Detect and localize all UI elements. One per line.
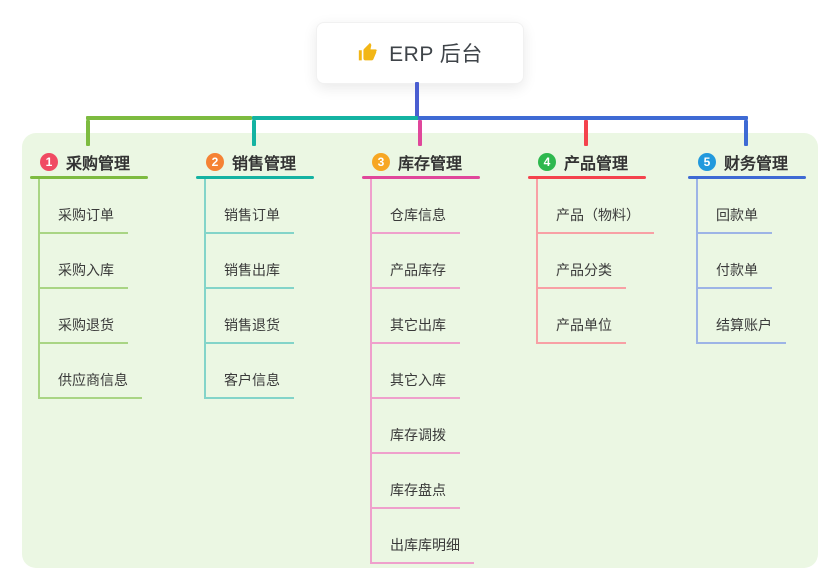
child-node-label: 产品单位 xyxy=(538,316,626,344)
branch-label: 采购管理 xyxy=(66,156,131,173)
branch-number-badge: 4 xyxy=(538,153,556,171)
child-node[interactable]: 库存调拨 xyxy=(372,399,474,454)
child-node-label: 采购退货 xyxy=(40,316,128,344)
child-node-label: 产品分类 xyxy=(538,261,626,289)
child-node[interactable]: 供应商信息 xyxy=(40,344,142,399)
child-node[interactable]: 出库库明细 xyxy=(372,509,474,564)
child-node-label: 库存盘点 xyxy=(372,481,460,509)
child-node[interactable]: 产品库存 xyxy=(372,234,474,289)
branch-children: 销售订单销售出库销售退货客户信息 xyxy=(204,179,294,399)
child-node[interactable]: 采购退货 xyxy=(40,289,142,344)
bus-segment-sales xyxy=(252,116,418,120)
child-node[interactable]: 仓库信息 xyxy=(372,179,474,234)
child-node-label: 结算账户 xyxy=(698,316,786,344)
thumbs-up-icon xyxy=(357,42,379,64)
branch-underline xyxy=(30,176,148,179)
child-node-label: 供应商信息 xyxy=(40,371,142,399)
branch-children: 回款单付款单结算账户 xyxy=(696,179,786,344)
child-node[interactable]: 其它出库 xyxy=(372,289,474,344)
branch-number-badge: 1 xyxy=(40,153,58,171)
branch-node[interactable]: 4 产品管理 xyxy=(538,150,628,174)
branch-node[interactable]: 2 销售管理 xyxy=(206,150,296,174)
child-node-label: 付款单 xyxy=(698,261,772,289)
child-node[interactable]: 销售退货 xyxy=(206,289,294,344)
branch-underline xyxy=(688,176,806,179)
branch-number-badge: 5 xyxy=(698,153,716,171)
branch-label: 销售管理 xyxy=(232,156,297,173)
child-node[interactable]: 产品单位 xyxy=(538,289,654,344)
child-node-label: 采购订单 xyxy=(40,206,128,234)
bus-segment-finance xyxy=(418,116,748,120)
branch-drop-line xyxy=(584,120,588,146)
branch-label: 财务管理 xyxy=(724,156,789,173)
branch-drop-line xyxy=(744,120,748,146)
branch-underline xyxy=(196,176,314,179)
mindmap-panel xyxy=(22,133,818,568)
branch-number-badge: 2 xyxy=(206,153,224,171)
child-node[interactable]: 采购入库 xyxy=(40,234,142,289)
child-node[interactable]: 库存盘点 xyxy=(372,454,474,509)
child-node[interactable]: 产品（物料） xyxy=(538,179,654,234)
child-node-label: 产品库存 xyxy=(372,261,460,289)
child-node[interactable]: 采购订单 xyxy=(40,179,142,234)
child-node-label: 其它入库 xyxy=(372,371,460,399)
branch-drop-line xyxy=(418,120,422,146)
child-node[interactable]: 回款单 xyxy=(698,179,786,234)
child-node[interactable]: 结算账户 xyxy=(698,289,786,344)
branch-node[interactable]: 1 采购管理 xyxy=(40,150,130,174)
child-node[interactable]: 产品分类 xyxy=(538,234,654,289)
branch-drop-line xyxy=(86,120,90,146)
branch-children: 采购订单采购入库采购退货供应商信息 xyxy=(38,179,142,399)
child-node[interactable]: 其它入库 xyxy=(372,344,474,399)
child-node[interactable]: 销售订单 xyxy=(206,179,294,234)
branch-label: 库存管理 xyxy=(398,156,463,173)
branch-label: 产品管理 xyxy=(564,156,629,173)
branch-underline xyxy=(528,176,646,179)
branch-drop-line xyxy=(252,120,256,146)
branch-children: 仓库信息产品库存其它出库其它入库库存调拨库存盘点出库库明细 xyxy=(370,179,474,564)
child-node-label: 客户信息 xyxy=(206,371,294,399)
child-node-label: 其它出库 xyxy=(372,316,460,344)
bus-segment-purchase xyxy=(86,116,252,120)
root-node-label: ERP 后台 xyxy=(389,43,483,66)
branch-node[interactable]: 3 库存管理 xyxy=(372,150,462,174)
child-node-label: 仓库信息 xyxy=(372,206,460,234)
child-node[interactable]: 销售出库 xyxy=(206,234,294,289)
child-node-label: 销售订单 xyxy=(206,206,294,234)
child-node-label: 销售退货 xyxy=(206,316,294,344)
child-node-label: 库存调拨 xyxy=(372,426,460,454)
child-node-label: 出库库明细 xyxy=(372,536,474,564)
branch-node[interactable]: 5 财务管理 xyxy=(698,150,788,174)
root-node[interactable]: ERP 后台 xyxy=(316,22,524,84)
child-node[interactable]: 客户信息 xyxy=(206,344,294,399)
child-node-label: 产品（物料） xyxy=(538,206,654,234)
branch-number-badge: 3 xyxy=(372,153,390,171)
child-node-label: 销售出库 xyxy=(206,261,294,289)
root-trunk-line xyxy=(415,82,419,120)
child-node[interactable]: 付款单 xyxy=(698,234,786,289)
branch-children: 产品（物料） 产品分类产品单位 xyxy=(536,179,654,344)
child-node-label: 回款单 xyxy=(698,206,772,234)
branch-underline xyxy=(362,176,480,179)
child-node-label: 采购入库 xyxy=(40,261,128,289)
